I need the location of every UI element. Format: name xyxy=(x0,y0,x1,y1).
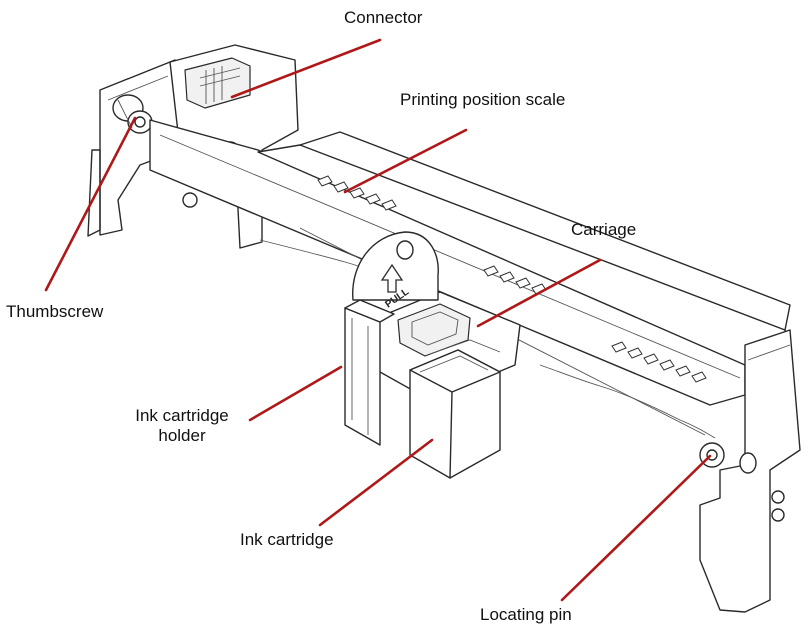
main-rail xyxy=(149,119,791,439)
leader-printing-position-scale xyxy=(343,128,468,194)
label-ink-cartridge-holder: Ink cartridge holder xyxy=(122,406,242,446)
label-thumbscrew: Thumbscrew xyxy=(6,302,104,321)
label-connector: Connector xyxy=(344,8,423,27)
leader-locating-pin xyxy=(560,454,712,602)
leader-ink-cartridge-holder xyxy=(248,365,343,422)
label-ink-cartridge-holder-line1: Ink cartridge xyxy=(135,406,229,425)
leader-thumbscrew xyxy=(44,116,137,292)
label-printing-position-scale: Printing position scale xyxy=(400,90,566,109)
scale-slots xyxy=(317,175,707,383)
label-locating-pin: Locating pin xyxy=(480,605,572,624)
label-ink-cartridge: Ink cartridge xyxy=(240,530,334,549)
ink-cartridge-holder-part xyxy=(344,299,395,446)
leader-ink-cartridge xyxy=(318,438,434,527)
ink-cartridge-part xyxy=(409,349,501,479)
label-carriage: Carriage xyxy=(571,220,637,239)
leader-carriage xyxy=(476,258,602,328)
label-ink-cartridge-holder-line2: holder xyxy=(158,426,206,445)
leader-connector xyxy=(230,38,382,99)
thumbscrew-part xyxy=(112,94,153,134)
leader-lines xyxy=(44,38,712,602)
